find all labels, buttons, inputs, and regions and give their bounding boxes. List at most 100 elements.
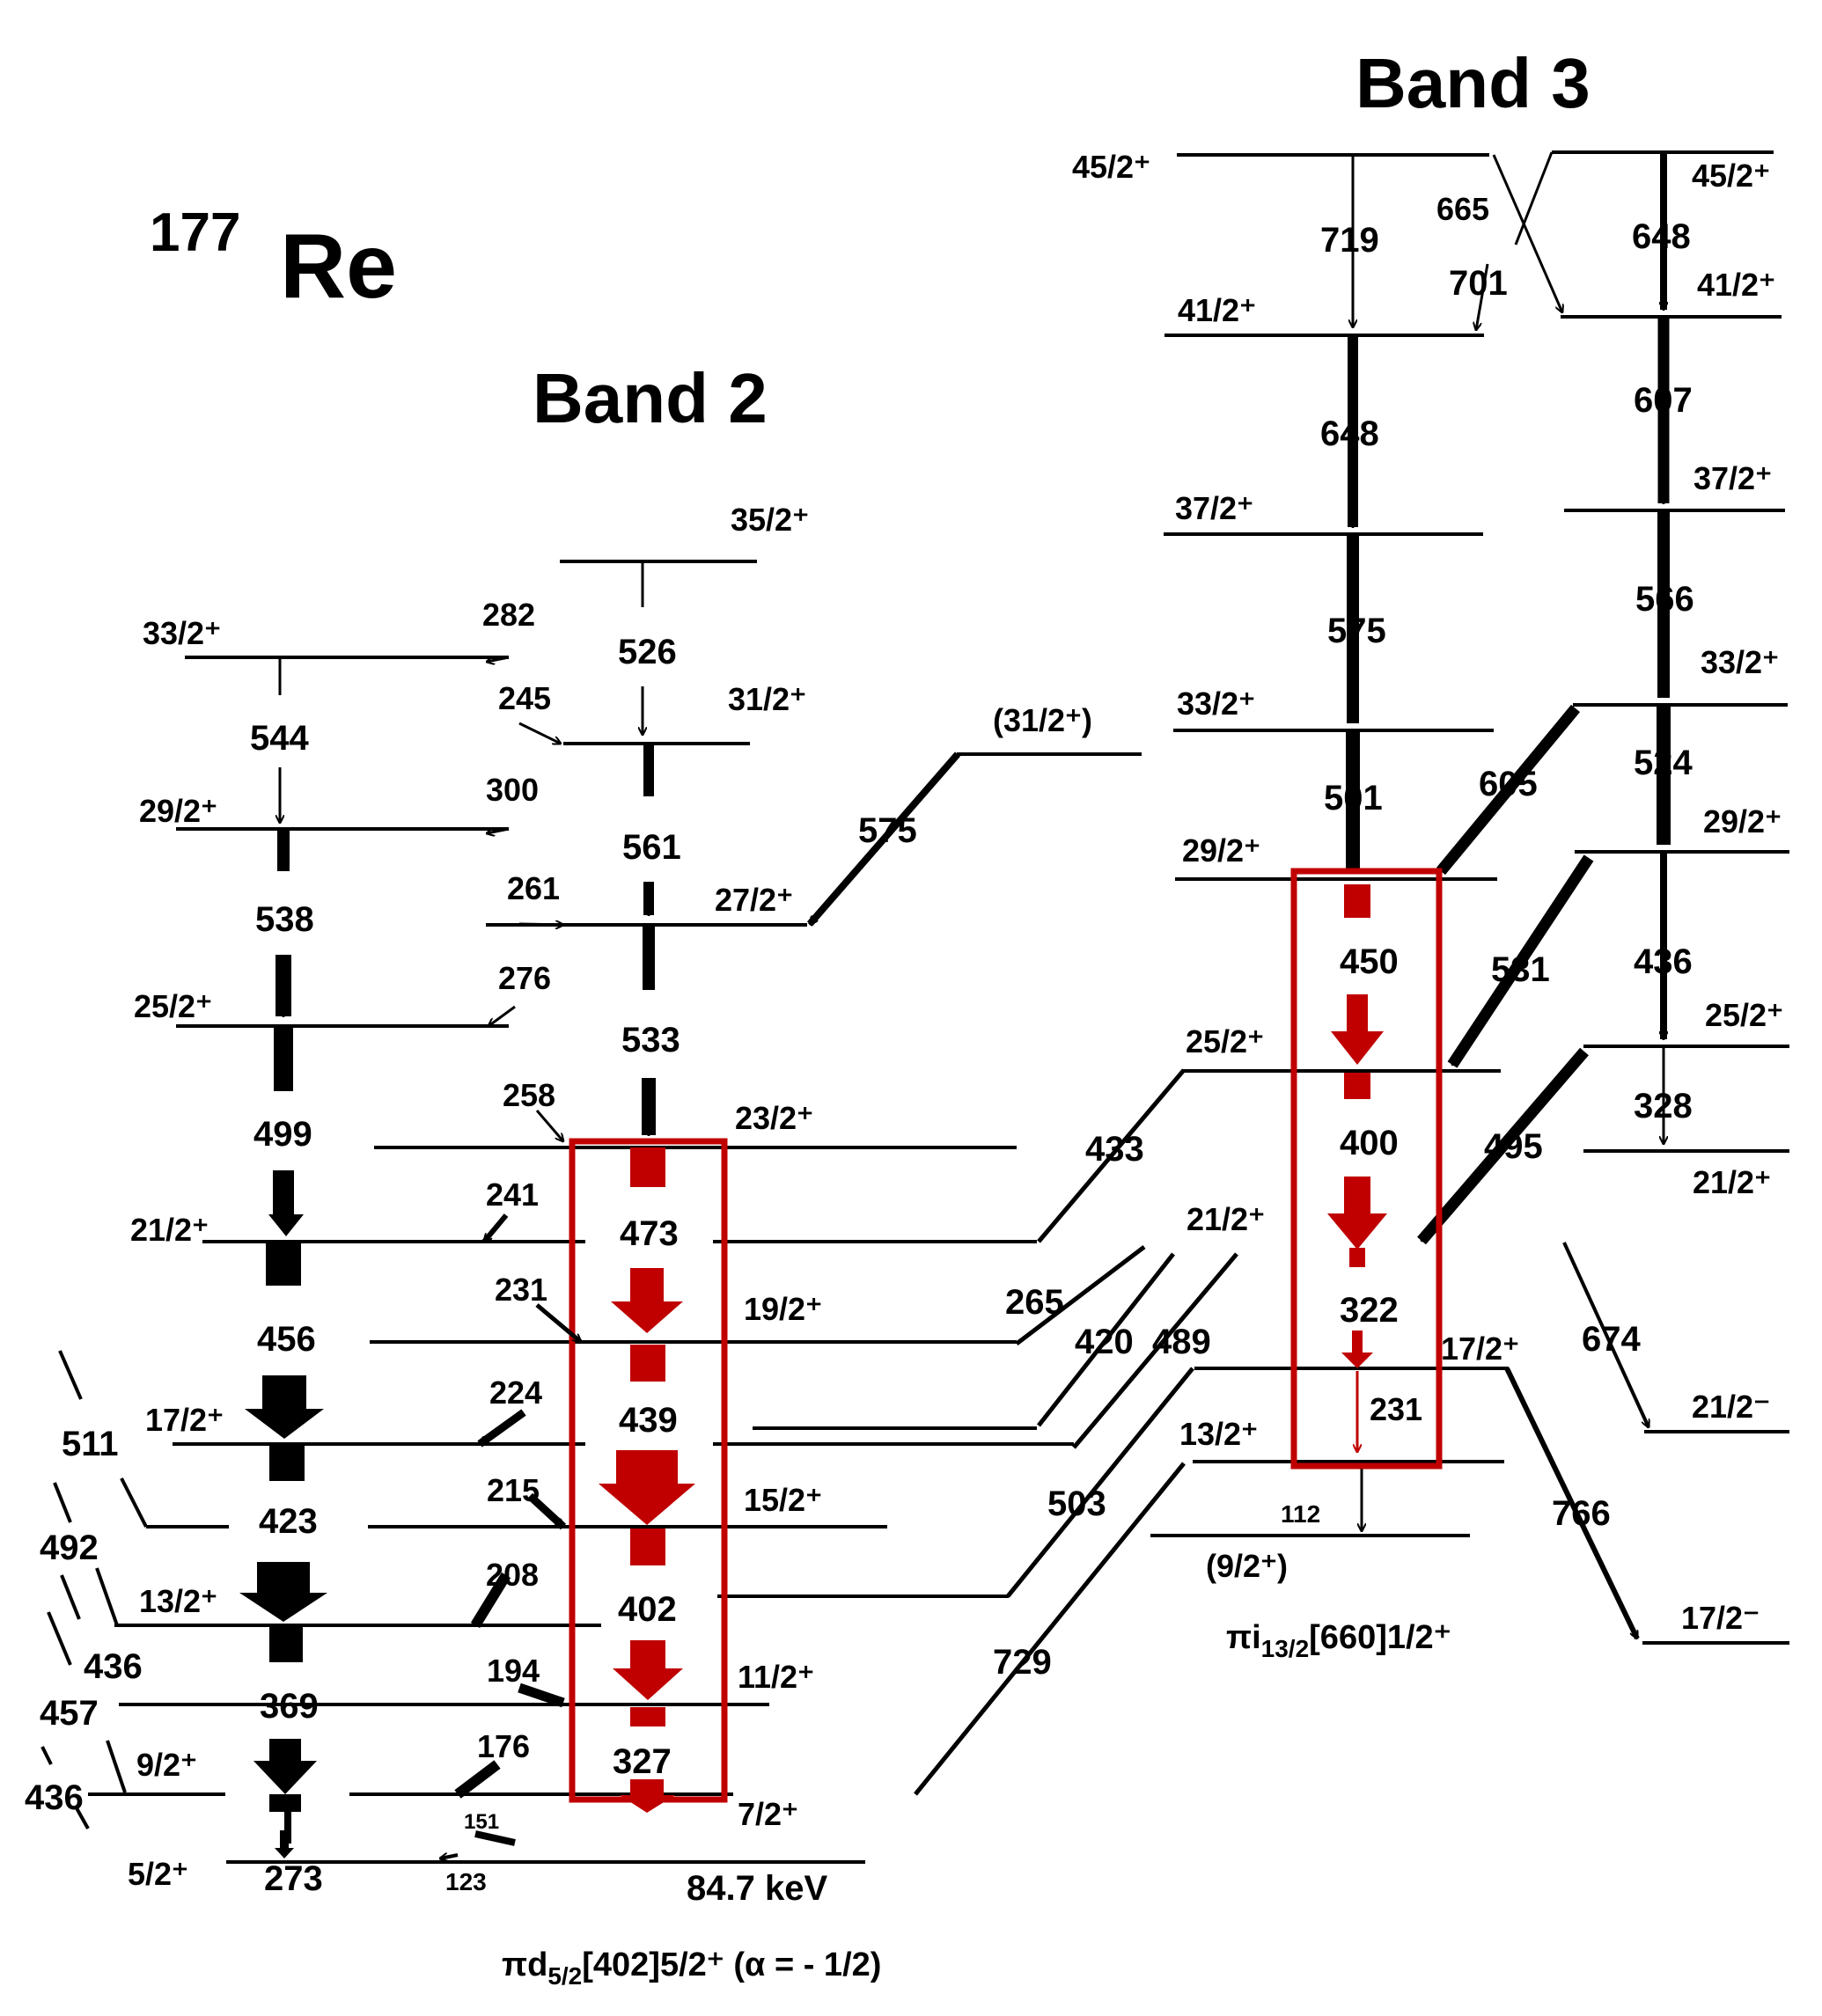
band3-highlight-box [1290,868,1443,1470]
gamma-energy: 327 [613,1742,672,1781]
gamma-energy: 151 [464,1810,499,1834]
spin-label: 45/2⁺ [1072,149,1150,185]
gamma-energy: 575 [858,811,917,850]
spin-label: 29/2⁺ [1703,803,1782,839]
bandhead-energy: 84.7 keV [687,1869,827,1908]
gamma-energy: 575 [1327,612,1386,650]
gamma-energy: 489 [1152,1323,1211,1361]
spin-label: 5/2⁺ [128,1856,188,1892]
spin-label: 33/2⁺ [1701,644,1779,680]
gamma-energy: 276 [498,960,551,996]
element-symbol: Re [280,216,397,318]
band2-label: Band 2 [533,359,768,437]
spin-label: 37/2⁺ [1693,460,1772,496]
spin-label: 13/2⁺ [139,1583,217,1619]
spin-label: (31/2⁺) [993,702,1092,738]
spin-label: 15/2⁺ [744,1482,822,1518]
gamma-energy: 215 [487,1472,540,1508]
band2-interband-transitions [440,657,581,1858]
spin-label: 21/2⁺ [1693,1164,1771,1200]
gamma-energy: 231 [495,1272,547,1308]
gamma-energy: 526 [618,633,677,671]
spin-label: 7/2⁺ [738,1796,798,1832]
band2-black-arrowheads [239,1214,327,1858]
band3-levels [957,150,1789,1645]
gamma-energy: 501 [1324,779,1383,817]
spin-label: 41/2⁺ [1178,292,1256,328]
band2-black-transitions [264,561,656,1844]
gamma-energy: 194 [487,1653,540,1689]
gamma-energy: 261 [507,870,560,906]
gamma-energy: 524 [1634,744,1693,782]
spin-label: 13/2⁺ [1179,1416,1258,1452]
spin-label: 37/2⁺ [1175,490,1253,526]
gamma-energy: 420 [1075,1323,1134,1361]
gamma-energy: 503 [1047,1485,1106,1523]
spin-label: 45/2⁺ [1692,158,1770,194]
gamma-energy: 400 [1340,1124,1399,1162]
gamma-energy: 265 [1005,1283,1064,1322]
gamma-energy: 439 [619,1401,678,1440]
spin-label: 23/2⁺ [735,1100,813,1136]
spin-label: 19/2⁺ [744,1291,822,1327]
spin-label: 25/2⁺ [1186,1023,1264,1059]
gamma-energy: 245 [498,680,551,716]
spin-label: 9/2⁺ [136,1747,197,1783]
band2-configuration: πd5/2[402]5/2⁺ (α = - 1/2) [502,1946,881,1990]
gamma-energy: 665 [1436,191,1489,227]
spin-label: 41/2⁺ [1697,267,1775,303]
spin-label: 21/2⁺ [1187,1201,1265,1237]
gamma-energy: 648 [1320,414,1379,453]
gamma-energy: 273 [264,1859,323,1898]
gamma-energy: 456 [257,1320,316,1359]
gamma-energy: 499 [253,1115,312,1154]
gamma-energy: 423 [259,1502,318,1541]
gamma-energy: 231 [1370,1391,1422,1427]
spin-label: 33/2⁺ [143,615,221,651]
gamma-energy: 531 [1491,950,1550,989]
band2-red-arrows [599,1147,695,1813]
spin-label: 31/2⁺ [728,681,806,717]
band-link-transitions [808,753,1238,1796]
band2-outer-transitions [40,1350,148,1829]
gamma-energy: 492 [40,1528,99,1567]
spin-label: 17/2⁺ [145,1402,224,1438]
band3-red-arrows [1327,884,1387,1368]
spin-label: 27/2⁺ [715,882,793,918]
gamma-energy: 300 [486,772,539,808]
gamma-energy: 719 [1320,221,1379,260]
gamma-energy: 495 [1484,1127,1543,1166]
gamma-energy: 457 [40,1694,99,1733]
spin-label: 29/2⁺ [139,793,217,829]
gamma-energy: 436 [84,1647,143,1686]
gamma-energy: 112 [1281,1500,1320,1528]
band3-configuration: πi13/2[660]1/2⁺ [1226,1619,1451,1662]
gamma-energy: 674 [1582,1320,1641,1359]
gamma-energy: 176 [477,1728,530,1764]
gamma-energy: 701 [1449,264,1508,303]
spin-label: 25/2⁺ [1705,997,1783,1033]
spin-label: 33/2⁺ [1177,685,1255,722]
gamma-energy: 402 [618,1590,677,1629]
gamma-energy: 605 [1479,765,1538,803]
gamma-energy: 224 [489,1375,542,1411]
spin-label: 25/2⁺ [134,988,212,1024]
spin-label: 21/2⁻ [1692,1389,1770,1425]
gamma-energy: 729 [993,1643,1052,1682]
gamma-energy: 607 [1634,381,1693,420]
band2-levels [88,560,1074,1864]
gamma-energy: 450 [1340,942,1399,981]
spin-label: 29/2⁺ [1182,832,1260,869]
gamma-energy: 648 [1632,217,1691,256]
gamma-energy: 544 [250,719,309,758]
gamma-energy: 511 [62,1425,119,1463]
gamma-energy: 766 [1552,1494,1611,1533]
spin-label: 11/2⁺ [738,1659,814,1695]
spin-label: 21/2⁺ [130,1212,209,1248]
gamma-energy: 258 [503,1077,555,1113]
gamma-energy: 282 [482,597,535,633]
gamma-energy: 436 [1634,942,1693,981]
mass-number: 177 [150,202,240,263]
gamma-energy: 533 [621,1021,680,1059]
gamma-energy: 538 [255,900,314,939]
